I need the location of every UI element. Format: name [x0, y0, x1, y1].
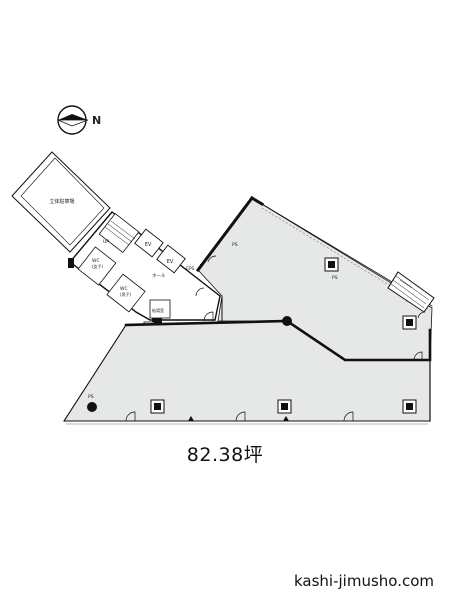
eps-label: EPS — [186, 266, 195, 272]
columns — [87, 257, 417, 414]
stairs: UP — [98, 212, 140, 254]
parking-label: 立体駐車場 — [49, 198, 74, 205]
elevator-2 — [156, 244, 186, 274]
core-block: UP EV EV WC (女子) WC (男子) ホール EPS 給湯室 — [68, 211, 221, 333]
north-compass: N — [57, 105, 101, 135]
walls — [63, 195, 433, 422]
entry-markers — [188, 416, 289, 421]
wc-men-sub: (男子) — [120, 291, 132, 297]
column-round — [282, 316, 292, 326]
wc-women-sub: (女子) — [92, 263, 104, 269]
wc-men-label: WC — [120, 286, 128, 292]
ps-label-2: PS — [332, 275, 338, 281]
doors — [125, 255, 426, 422]
right-stairs — [387, 271, 435, 313]
floor-area: 82.38坪 — [186, 444, 264, 466]
elevator-2-label: EV — [167, 259, 174, 265]
ps-label-1: PS — [232, 242, 238, 248]
parking-area: 立体駐車場 — [11, 151, 111, 253]
north-label: N — [92, 114, 101, 127]
stairs-up-label: UP — [103, 239, 109, 245]
wc-women — [77, 246, 117, 286]
wc-men — [106, 273, 146, 313]
window-line — [66, 207, 431, 425]
ps-label-4: PS — [88, 394, 94, 400]
wc-women-label: WC — [92, 258, 100, 264]
kitchen-label: 給湯室 — [152, 307, 164, 313]
corridor-label: ホール — [152, 273, 166, 279]
site-url: kashi-jimusho.com — [293, 572, 434, 590]
elevator-1-label: EV — [145, 242, 152, 248]
elevator-1 — [134, 228, 164, 258]
